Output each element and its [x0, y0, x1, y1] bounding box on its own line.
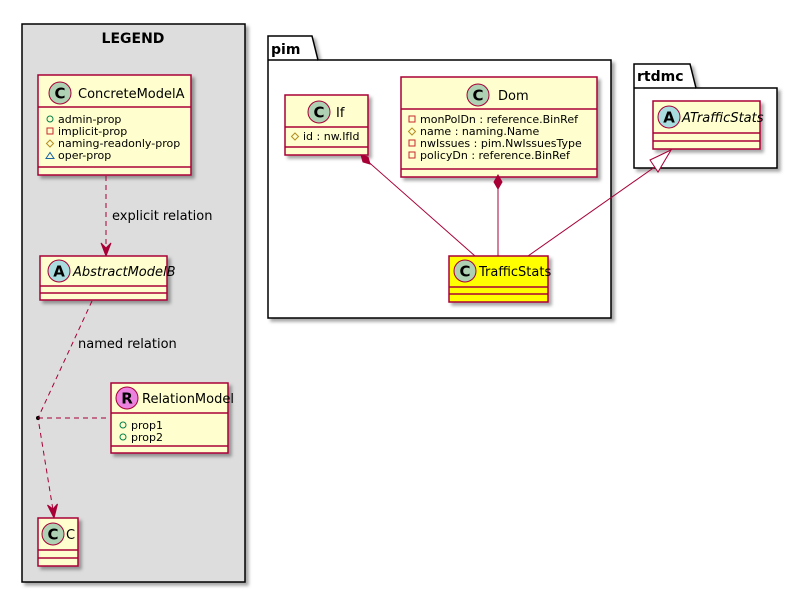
protected-visibility-icon — [407, 127, 417, 136]
private-visibility-icon — [408, 151, 416, 159]
member-id: id : nw.IfId — [303, 130, 360, 143]
member-naming-readonly-prop: naming-readonly-prop — [58, 137, 180, 150]
class-concrete-model-a[interactable]: C ConcreteModelA admin-prop implicit-pro… — [37, 74, 192, 176]
class-name: If — [336, 106, 345, 121]
protected-visibility-icon — [290, 132, 300, 141]
private-visibility-icon — [408, 139, 416, 147]
svg-text:C: C — [459, 263, 470, 281]
class-c[interactable]: C C — [37, 517, 79, 567]
public-visibility-icon — [119, 433, 127, 441]
class-stereotype-icon: C — [453, 259, 477, 283]
explicit-relation-label: explicit relation — [112, 209, 212, 224]
edge-named-relation: named relation — [36, 300, 177, 520]
member-name: name : naming.Name — [420, 125, 540, 138]
class-traffic-stats[interactable]: C TrafficStats — [448, 255, 551, 303]
legend-title: LEGEND — [102, 31, 165, 47]
svg-text:C: C — [47, 526, 58, 544]
public-visibility-icon — [46, 115, 54, 123]
edge-dom-traffic-stats-composition — [493, 173, 503, 256]
package-visibility-icon — [45, 151, 55, 159]
svg-text:A: A — [663, 109, 675, 127]
class-name: AbstractModelB — [72, 265, 176, 280]
member-mon-pol-dn: monPolDn : reference.BinRef — [420, 113, 579, 126]
member-implicit-prop: implicit-prop — [58, 125, 127, 138]
class-abstract-model-b[interactable]: A AbstractModelB — [39, 255, 176, 301]
edge-explicit-relation: explicit relation — [100, 176, 212, 258]
class-stereotype-icon: C — [307, 100, 331, 124]
package-pim-title: pim — [271, 42, 300, 58]
private-visibility-icon — [408, 115, 416, 123]
class-atraffic-stats[interactable]: A ATrafficStats — [652, 100, 764, 150]
class-name: ConcreteModelA — [78, 87, 185, 102]
abstract-stereotype-icon: A — [47, 259, 71, 283]
svg-text:R: R — [121, 390, 133, 408]
class-stereotype-icon: C — [466, 83, 490, 107]
protected-visibility-icon — [45, 139, 55, 148]
abstract-stereotype-icon: A — [657, 105, 681, 129]
class-dom[interactable]: C Dom monPolDn : reference.BinRef name :… — [400, 76, 598, 178]
edge-traffic-stats-inheritance — [527, 148, 673, 257]
svg-text:A: A — [53, 263, 65, 281]
relation-stereotype-icon: R — [115, 386, 139, 410]
public-visibility-icon — [119, 421, 127, 429]
svg-text:C: C — [54, 85, 65, 103]
class-name: ATrafficStats — [681, 111, 764, 126]
composition-diamond-icon — [493, 173, 503, 191]
member-prop1: prop1 — [131, 419, 163, 432]
composition-diamond-icon — [360, 154, 371, 165]
member-policy-dn: policyDn : reference.BinRef — [420, 149, 571, 162]
package-rtdmc-title: rtdmc — [637, 69, 684, 85]
private-visibility-icon — [46, 127, 54, 135]
class-name: RelationModel — [142, 392, 234, 407]
member-admin-prop: admin-prop — [58, 113, 121, 126]
named-relation-label: named relation — [78, 337, 177, 352]
class-name: Dom — [498, 89, 529, 104]
class-stereotype-icon: C — [41, 522, 65, 546]
class-if[interactable]: C If id : nw.IfId — [284, 94, 369, 156]
inheritance-arrow-icon — [649, 148, 673, 173]
svg-text:C: C — [472, 87, 483, 105]
class-stereotype-icon: C — [48, 81, 72, 105]
member-nw-issues: nwIssues : pim.NwIssuesType — [420, 137, 582, 150]
edge-if-traffic-stats-composition — [360, 154, 476, 257]
class-relation-model[interactable]: R RelationModel prop1 prop2 — [110, 382, 234, 454]
class-name: C — [66, 528, 75, 543]
class-name: TrafficStats — [478, 265, 551, 280]
member-oper-prop: oper-prop — [58, 149, 111, 162]
svg-text:C: C — [313, 104, 324, 122]
member-prop2: prop2 — [131, 431, 163, 444]
